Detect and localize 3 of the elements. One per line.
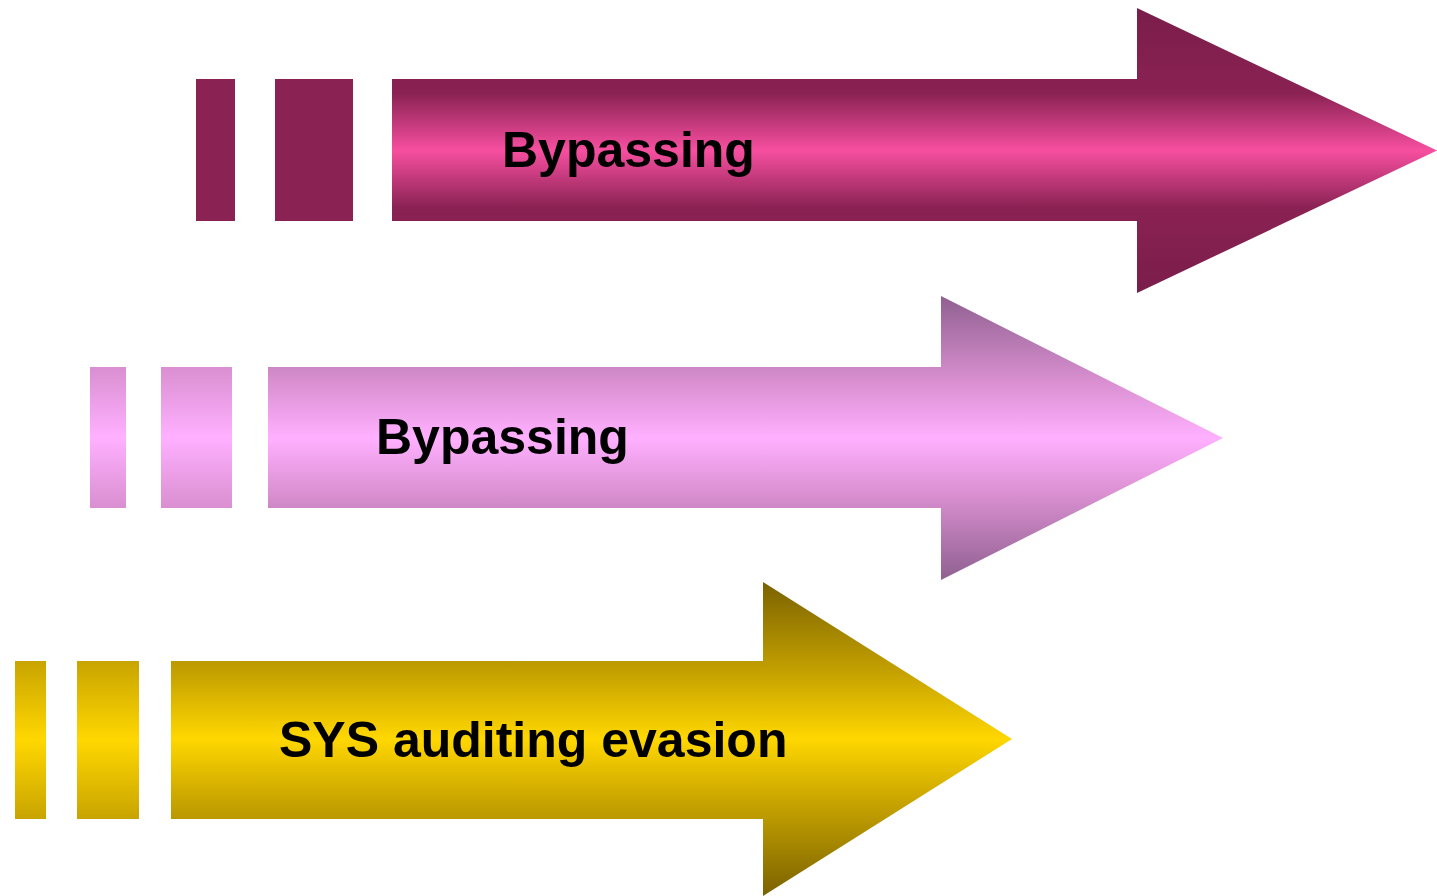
arrow-label: Bypassing bbox=[502, 120, 755, 180]
arrow-label: SYS auditing evasion bbox=[279, 710, 788, 770]
arrow-label: Bypassing bbox=[376, 408, 629, 467]
